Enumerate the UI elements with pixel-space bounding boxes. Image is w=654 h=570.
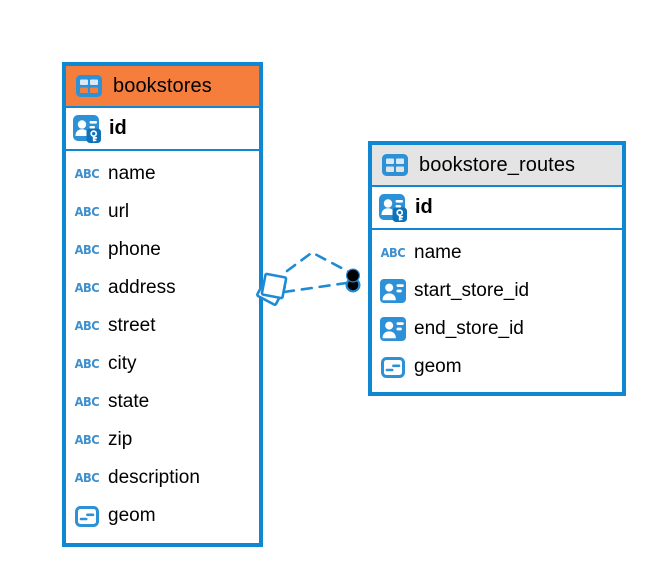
text-type-icon: ABC <box>74 167 100 181</box>
column-row[interactable]: ABC geom <box>66 497 259 535</box>
person-key-icon <box>378 193 408 222</box>
table-columns: ABC name ABC <box>372 230 622 390</box>
column-row[interactable]: ABC description <box>66 459 259 497</box>
column-row[interactable]: ABC address <box>66 269 259 307</box>
text-type-icon: ABC <box>74 357 100 371</box>
relationship-line-start-store-id[interactable] <box>285 250 353 275</box>
primary-key-name: id <box>109 117 127 139</box>
column-row[interactable]: ABC phone <box>66 231 259 269</box>
text-type-icon: ABC <box>74 281 100 295</box>
primary-key-row[interactable]: id <box>372 187 622 230</box>
column-name: description <box>108 467 200 488</box>
person-key-icon <box>72 114 102 143</box>
column-row[interactable]: ABC end_store_id <box>372 310 622 348</box>
person-card-icon <box>380 279 406 303</box>
column-name: phone <box>108 239 161 260</box>
text-type-icon: ABC <box>74 205 100 219</box>
column-name: address <box>108 277 176 298</box>
table-title: bookstore_routes <box>419 153 576 176</box>
column-name: street <box>108 315 156 336</box>
column-name: url <box>108 201 130 222</box>
column-row[interactable]: ABC start_store_id <box>372 272 622 310</box>
person-card-icon <box>380 317 406 341</box>
relationship-anchor-diamond[interactable] <box>256 272 288 306</box>
column-row[interactable]: ABC zip <box>66 421 259 459</box>
table-grid-icon <box>380 154 410 176</box>
column-name: state <box>108 391 150 412</box>
text-type-icon: ABC <box>74 319 100 333</box>
column-name: start_store_id <box>414 280 530 301</box>
column-row[interactable]: ABC city <box>66 345 259 383</box>
column-row[interactable]: ABC street <box>66 307 259 345</box>
text-type-icon: ABC <box>74 243 100 257</box>
primary-key-row[interactable]: id <box>66 108 259 151</box>
column-name: zip <box>108 429 133 450</box>
text-type-icon: ABC <box>380 246 406 260</box>
table-card-bookstore-routes[interactable]: bookstore_routes id ABC <box>368 141 626 396</box>
column-row[interactable]: ABC name <box>66 155 259 193</box>
column-name: end_store_id <box>414 318 524 339</box>
table-header[interactable]: bookstore_routes <box>372 145 622 187</box>
relationship-line-end-store-id[interactable] <box>282 281 352 294</box>
column-name: name <box>414 242 462 263</box>
column-row[interactable]: ABC name <box>372 234 622 272</box>
column-name: name <box>108 163 156 184</box>
column-row[interactable]: ABC state <box>66 383 259 421</box>
geometry-type-icon <box>75 505 99 527</box>
table-header[interactable]: bookstores <box>66 66 259 108</box>
table-title: bookstores <box>113 74 212 97</box>
table-columns: ABC name ABC <box>66 151 259 539</box>
text-type-icon: ABC <box>74 471 100 485</box>
column-name: geom <box>108 505 156 526</box>
column-row[interactable]: ABC geom <box>372 348 622 386</box>
column-name: city <box>108 353 137 374</box>
relationship-endpoint-dot-start[interactable] <box>346 268 361 283</box>
table-card-bookstores[interactable]: bookstores id ABC <box>62 62 263 547</box>
text-type-icon: ABC <box>74 395 100 409</box>
geometry-type-icon <box>381 356 405 378</box>
column-name: geom <box>414 356 462 377</box>
text-type-icon: ABC <box>74 433 100 447</box>
table-grid-icon <box>74 75 104 97</box>
column-row[interactable]: ABC url <box>66 193 259 231</box>
primary-key-name: id <box>415 196 433 218</box>
